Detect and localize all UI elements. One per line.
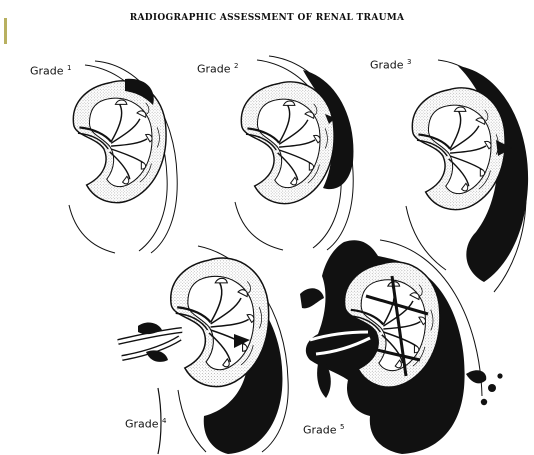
figure-title: RADIOGRAPHIC ASSESSMENT OF RENAL TRAUMA bbox=[0, 13, 534, 23]
grade-5-kidney-diagram bbox=[296, 236, 524, 455]
grade-1-kidney-diagram bbox=[55, 55, 190, 255]
grade-2-kidney-diagram bbox=[225, 52, 360, 252]
collecting-system-leak bbox=[146, 350, 168, 362]
renal-vessels bbox=[118, 330, 182, 454]
free-extravasation-left bbox=[300, 288, 324, 308]
distal-extravasation bbox=[466, 370, 503, 405]
grade-4-kidney-diagram bbox=[118, 240, 298, 455]
